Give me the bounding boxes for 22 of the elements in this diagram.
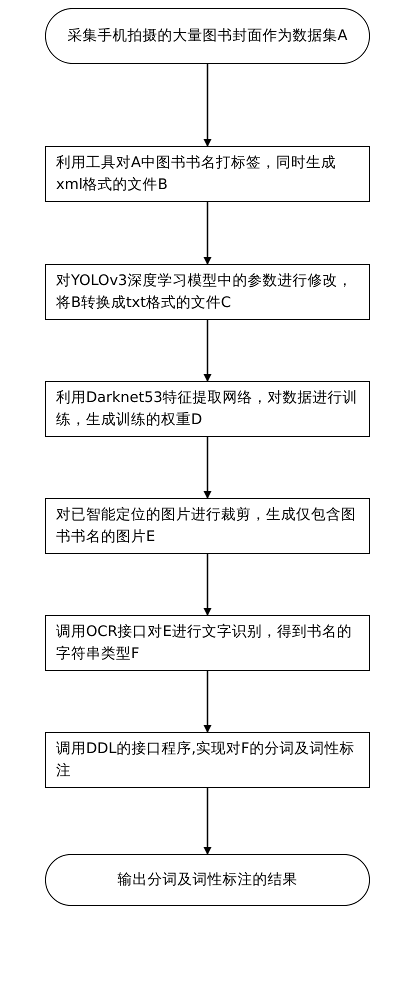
process-box — [45, 732, 370, 788]
terminal-box — [45, 854, 370, 906]
step-text: 对YOLOv3深度学习模型中的参数进行修改，将B转换成txt格式的文件C — [56, 272, 354, 313]
step-text: 对已智能定位的图片进行裁剪，生成仅包含图书书名的图片E — [56, 506, 357, 547]
arrow — [204, 202, 212, 265]
arrow — [204, 437, 212, 499]
arrow — [204, 788, 212, 855]
step-text: 采集手机拍摄的大量图书封面作为数据集A — [68, 26, 348, 46]
step-text: 利用Darknet53特征提取网络，对数据进行训练，生成训练的权重D — [56, 389, 359, 430]
arrow — [204, 320, 212, 382]
process-box — [45, 264, 370, 320]
process-box — [45, 498, 370, 554]
arrow — [204, 554, 212, 616]
step-text: 调用OCR接口对E进行文字识别，得到书名的字符串类型F — [56, 622, 353, 664]
arrow — [204, 64, 212, 147]
arrow — [204, 671, 212, 733]
step-text: 输出分词及词性标注的结果 — [118, 871, 298, 890]
process-box — [45, 615, 370, 671]
step-text: 调用DDL的接口程序,实现对F的分词及词性标注 — [56, 740, 356, 781]
step-text: 利用工具对A中图书书名打标签，同时生成xml格式的文件B — [56, 154, 337, 195]
process-box — [45, 381, 370, 437]
process-box — [45, 146, 370, 202]
